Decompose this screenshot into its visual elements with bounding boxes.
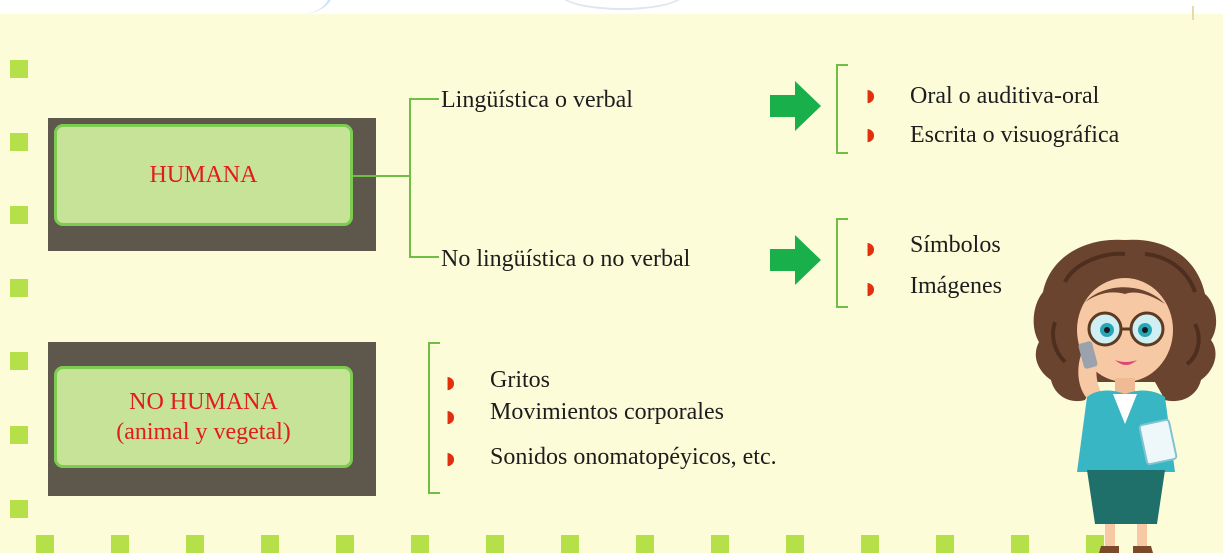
bracket-cap (836, 306, 848, 308)
no-humana-label: NO HUMANA (129, 389, 278, 415)
square-bullet (10, 60, 28, 78)
item-text: Escrita o visuográfica (910, 122, 1120, 148)
square-bullet (936, 535, 954, 553)
square-bullet (10, 206, 28, 224)
red-bullet-icon: ◗ (866, 86, 875, 106)
square-bullet (486, 535, 504, 553)
square-bullet (711, 535, 729, 553)
square-bullet (10, 352, 28, 370)
edge-tick (1192, 6, 1194, 20)
green-right-arrow-icon (770, 235, 821, 285)
item-text: Símbolos (910, 232, 1001, 258)
square-bullet (10, 279, 28, 297)
connector-line (409, 256, 439, 258)
connector-line (409, 98, 439, 100)
bracket-cap (836, 218, 848, 220)
no-humana-box: NO HUMANA (animal y vegetal) (54, 366, 353, 468)
subtype-label: No lingüística o no verbal (441, 246, 691, 272)
square-bullet (36, 535, 54, 553)
square-bullet (1011, 535, 1029, 553)
red-bullet-icon: ◗ (446, 449, 455, 469)
square-bullet (636, 535, 654, 553)
square-bullet (261, 535, 279, 553)
bracket-cap (428, 342, 440, 344)
no-humana-sublabel: (animal y vegetal) (116, 419, 291, 445)
square-bullet (10, 426, 28, 444)
woman-on-phone-illustration (1033, 239, 1217, 553)
bracket (836, 64, 838, 154)
connector-line (353, 175, 409, 177)
bracket (428, 342, 430, 494)
item-text: Oral o auditiva-oral (910, 83, 1100, 109)
red-bullet-icon: ◗ (446, 407, 455, 427)
square-bullet (1086, 535, 1104, 553)
red-bullet-icon: ◗ (446, 373, 455, 393)
item-text: Movimientos corporales (490, 399, 724, 425)
humana-label: HUMANA (149, 162, 258, 188)
square-bullet (10, 133, 28, 151)
item-text: Imágenes (910, 273, 1002, 299)
square-bullet (186, 535, 204, 553)
bracket-cap (428, 492, 440, 494)
green-right-arrow-icon (770, 81, 821, 131)
subtype-label: Lingüística o verbal (441, 87, 633, 113)
square-bullet (111, 535, 129, 553)
square-bullet (861, 535, 879, 553)
bracket (836, 218, 838, 308)
red-bullet-icon: ◗ (866, 279, 875, 299)
square-bullet (786, 535, 804, 553)
connector-line (409, 98, 411, 258)
square-bullet (411, 535, 429, 553)
humana-box: HUMANA (54, 124, 353, 226)
red-bullet-icon: ◗ (866, 125, 875, 145)
bracket-cap (836, 152, 848, 154)
square-bullet (10, 500, 28, 518)
square-bullet (561, 535, 579, 553)
bracket-cap (836, 64, 848, 66)
item-text: Sonidos onomatopéyicos, etc. (490, 444, 777, 470)
square-bullet (336, 535, 354, 553)
item-text: Gritos (490, 367, 550, 393)
red-bullet-icon: ◗ (866, 239, 875, 259)
